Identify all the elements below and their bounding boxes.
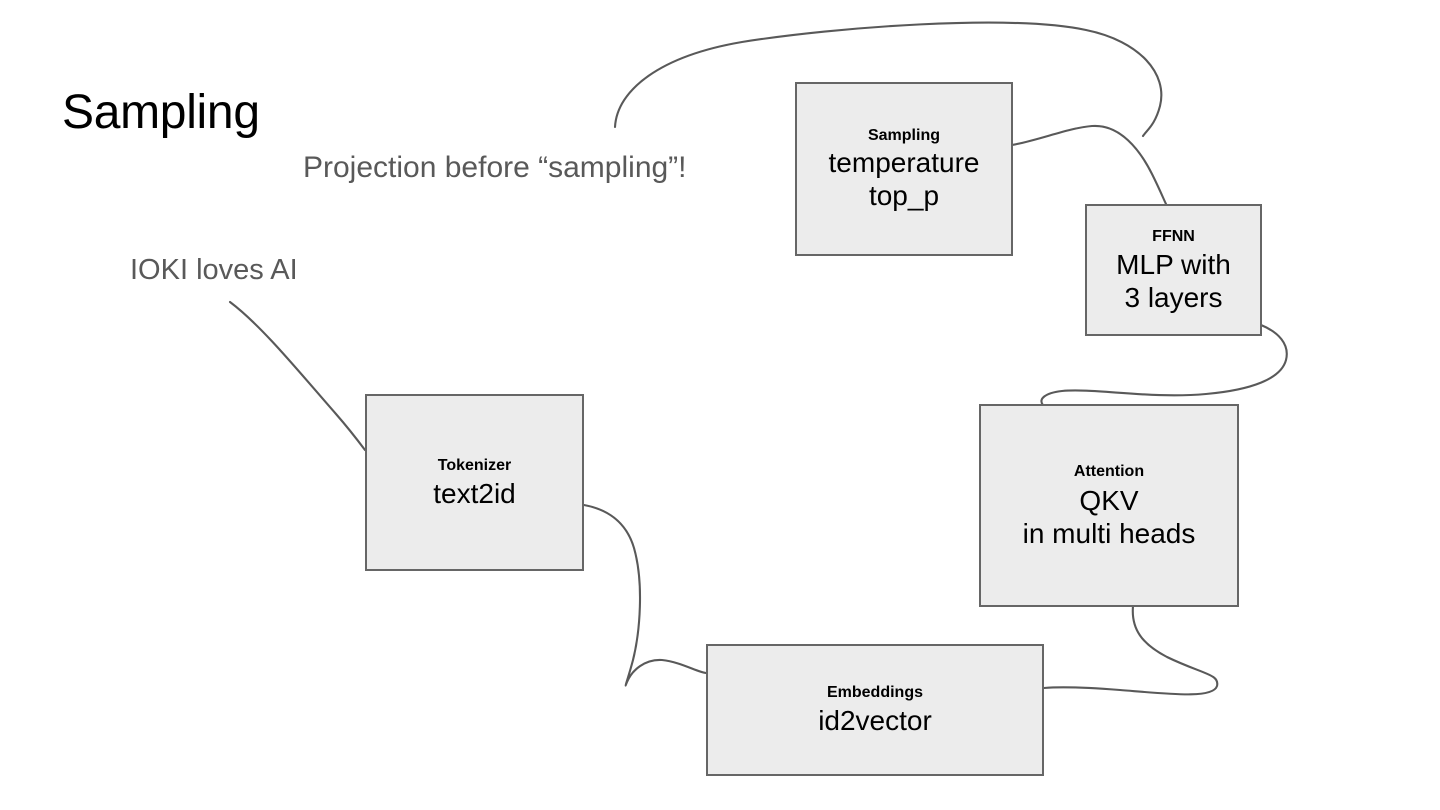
edge-input-to-tokenizer bbox=[228, 300, 367, 452]
node-sampling-kicker: Sampling bbox=[867, 127, 940, 144]
node-embeddings-body: id2vector bbox=[818, 705, 932, 736]
node-ffnn-kicker: FFNN bbox=[1152, 227, 1195, 245]
node-embeddings[interactable]: Embeddings id2vector bbox=[706, 644, 1044, 776]
edge-tokenizer-to-embeddings bbox=[582, 503, 708, 687]
node-attention[interactable]: Attention QKV in multi heads bbox=[979, 404, 1239, 607]
node-embeddings-kicker: Embeddings bbox=[826, 684, 923, 701]
annotation-projection: Projection before “sampling”! bbox=[303, 151, 687, 184]
node-tokenizer-body: text2id bbox=[433, 477, 516, 509]
node-attention-kicker: Attention bbox=[1073, 462, 1145, 480]
node-sampling[interactable]: Sampling temperature top_p bbox=[795, 82, 1013, 256]
edge-attention-to-ffnn bbox=[1040, 323, 1288, 407]
page-title: Sampling bbox=[62, 86, 260, 139]
node-tokenizer-kicker: Tokenizer bbox=[437, 456, 512, 474]
edge-ffnn-to-sampling bbox=[1010, 124, 1168, 206]
node-ffnn-body: MLP with 3 layers bbox=[1116, 248, 1231, 313]
annotation-input-example: IOKI loves AI bbox=[130, 254, 298, 286]
node-tokenizer[interactable]: Tokenizer text2id bbox=[365, 394, 584, 571]
node-attention-body: QKV in multi heads bbox=[1022, 484, 1196, 549]
edge-embeddings-to-attention bbox=[1042, 604, 1219, 696]
node-sampling-body: temperature top_p bbox=[828, 147, 980, 211]
node-ffnn[interactable]: FFNN MLP with 3 layers bbox=[1085, 204, 1262, 336]
